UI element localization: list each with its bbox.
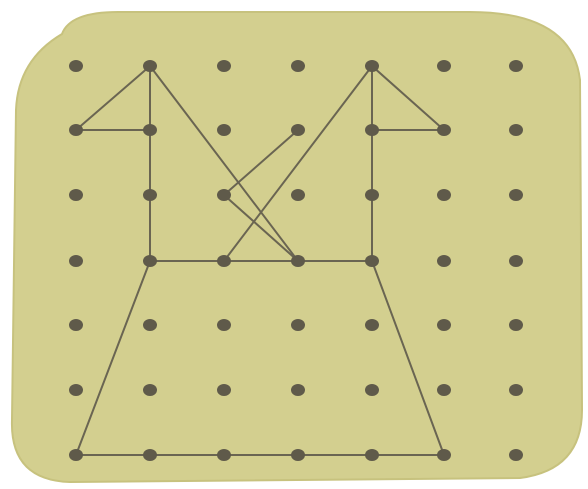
peg [365,255,379,267]
peg [291,319,305,331]
peg [291,60,305,72]
peg [143,189,157,201]
peg [437,319,451,331]
peg [437,189,451,201]
geoboard-base [12,12,582,482]
peg [69,124,83,136]
peg [217,189,231,201]
peg [437,60,451,72]
peg [437,255,451,267]
peg [217,384,231,396]
peg [365,449,379,461]
peg [365,384,379,396]
peg [291,189,305,201]
peg [143,384,157,396]
peg [365,189,379,201]
peg [365,60,379,72]
peg [509,449,523,461]
peg [217,449,231,461]
peg [437,384,451,396]
peg [217,60,231,72]
peg [291,449,305,461]
peg [69,319,83,331]
peg [69,189,83,201]
peg [143,60,157,72]
peg [143,255,157,267]
peg [69,60,83,72]
peg [217,255,231,267]
peg [509,319,523,331]
peg [365,124,379,136]
peg [509,384,523,396]
peg [69,255,83,267]
peg [217,124,231,136]
peg [509,124,523,136]
peg [291,255,305,267]
peg [143,124,157,136]
peg [69,449,83,461]
peg [291,124,305,136]
peg [509,255,523,267]
peg [69,384,83,396]
peg [217,319,231,331]
peg [509,189,523,201]
peg [291,384,305,396]
peg [143,319,157,331]
peg [509,60,523,72]
peg [143,449,157,461]
peg [437,124,451,136]
peg [365,319,379,331]
peg [437,449,451,461]
